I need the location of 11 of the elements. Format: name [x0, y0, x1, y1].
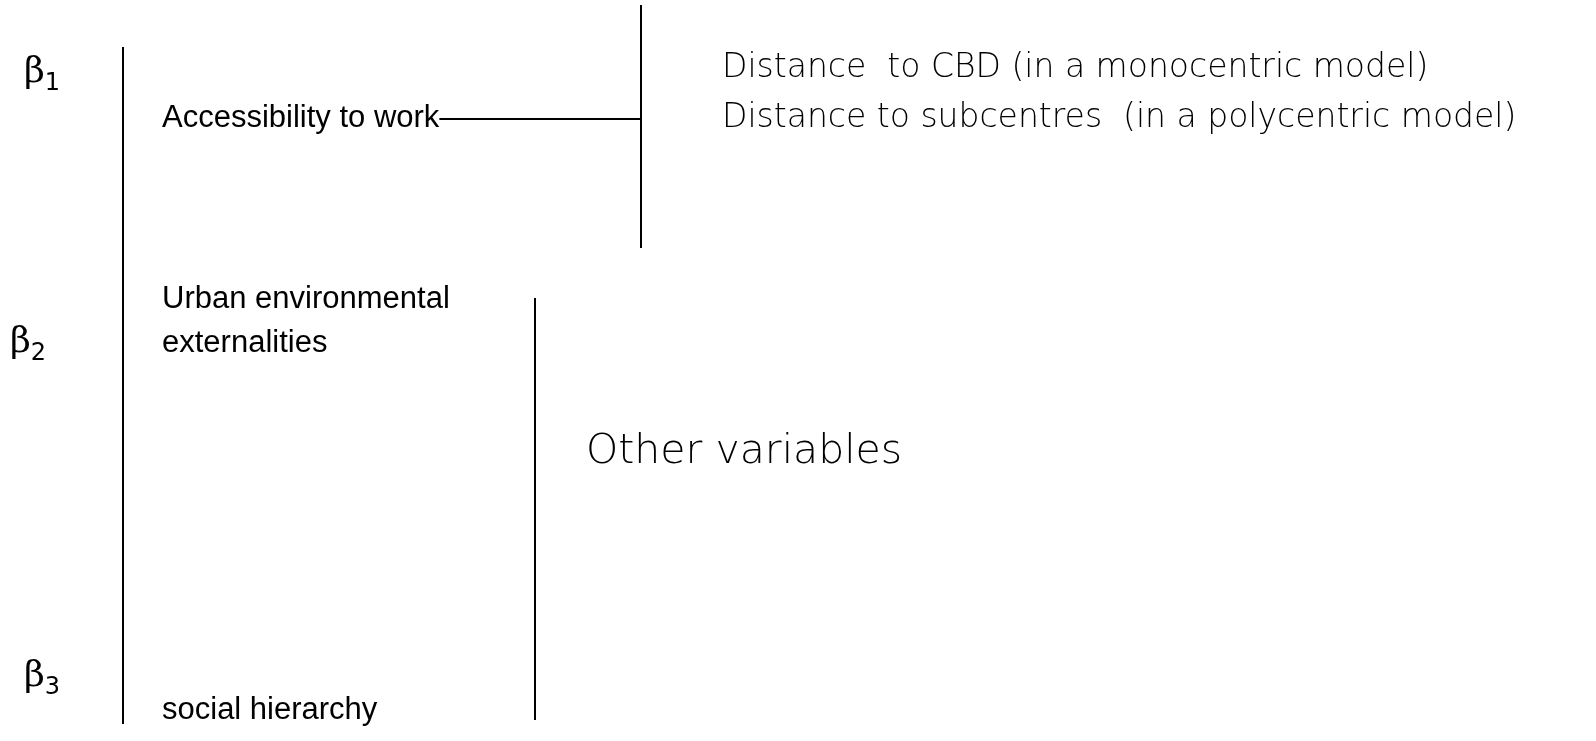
category-label: social hierarchy: [162, 690, 378, 728]
category-label: Accessibility to work: [162, 98, 440, 136]
variable-label: Distance to subcentres (in a polycentric model): [722, 96, 1517, 136]
variable-label: Distance to CBD (in a monocentric model): [722, 46, 1429, 86]
bracket-line: [640, 5, 642, 248]
variable-label: Other variables: [586, 425, 903, 475]
coefficient-label: β$_{1}$: [24, 48, 61, 97]
connector-line: [438, 118, 641, 120]
coefficient-label: β$_{2}$: [10, 318, 47, 367]
category-label: Urban environmental externalities: [162, 279, 451, 361]
coefficient-label: β$_{3}$: [24, 652, 61, 701]
